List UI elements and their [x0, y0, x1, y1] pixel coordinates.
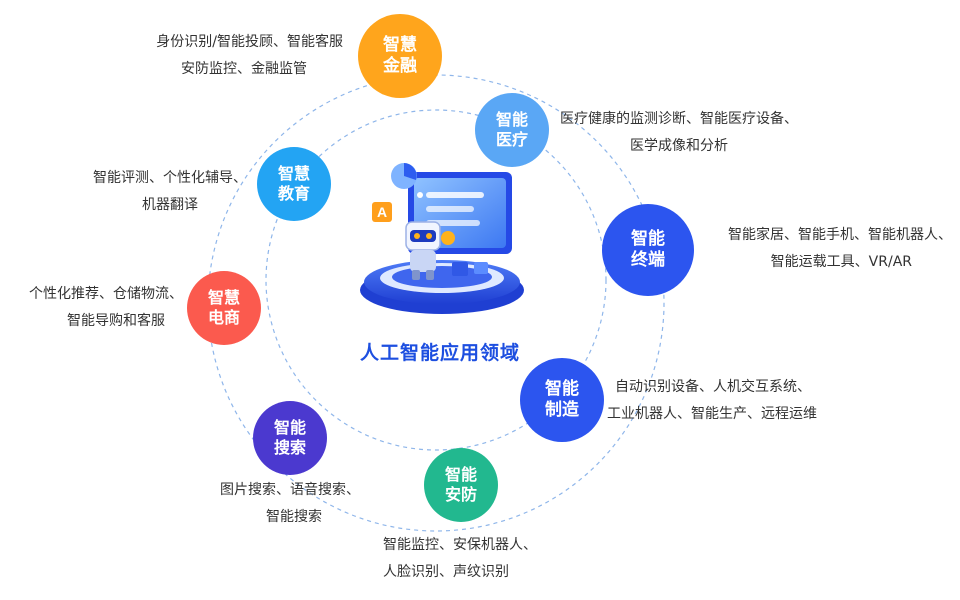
manufacturing-desc-line2: 工业机器人、智能生产、远程运维: [607, 406, 817, 422]
center-title: 人工智能应用领域: [359, 342, 520, 364]
robot-eye-right: [426, 233, 432, 239]
manufacturing-node-line1: 智能: [545, 378, 579, 399]
finance-node: 智慧 金融: [358, 14, 442, 98]
robot-visor: [410, 230, 436, 242]
security-node-line1: 智能: [444, 465, 477, 484]
ecommerce-desc-line1: 个性化推荐、仓储物流、: [29, 286, 183, 302]
robot-leg-left: [412, 270, 420, 280]
security-desc-line1: 智能监控、安保机器人、: [383, 537, 537, 553]
ecommerce-node-line1: 智慧: [207, 288, 240, 307]
security-node: 智能 安防: [424, 448, 498, 522]
pie-slice: [404, 163, 417, 180]
ecommerce-desc-line2: 智能导购和客服: [67, 313, 165, 329]
screen-dot: [417, 192, 423, 198]
healthcare-node-line1: 智能: [495, 110, 528, 129]
terminal-node-line1: 智能: [631, 228, 665, 249]
robot-leg-right: [426, 270, 434, 280]
screen-line-2: [426, 206, 474, 212]
finance-description: 身份识别/智能投顾、智能客服 安防监控、金融监管: [156, 29, 343, 83]
finance-desc-line2: 安防监控、金融监管: [181, 61, 307, 77]
search-description: 图片搜索、语音搜索、 智能搜索: [220, 477, 360, 531]
education-node: 智慧 教育: [257, 147, 331, 221]
search-node-line2: 搜索: [273, 438, 306, 457]
cube-medium: [452, 262, 468, 276]
manufacturing-desc-line1: 自动识别设备、人机交互系统、: [615, 379, 811, 395]
finance-desc-line1: 身份识别/智能投顾、智能客服: [156, 34, 343, 50]
screen-line-1: [426, 192, 484, 198]
inner-ring: [265, 109, 607, 451]
security-desc-line2: 人脸识别、声纹识别: [383, 564, 509, 580]
robot-body: [410, 250, 436, 272]
search-desc-line2: 智能搜索: [266, 509, 322, 525]
ecommerce-description: 个性化推荐、仓储物流、 智能导购和客服: [29, 281, 183, 335]
finance-node-line2: 金融: [383, 56, 417, 76]
security-description: 智能监控、安保机器人、 人脸识别、声纹识别: [383, 532, 537, 586]
healthcare-node: 智能 医疗: [475, 93, 549, 167]
search-node: 智能 搜索: [253, 401, 327, 475]
cube-small: [474, 262, 488, 274]
search-node-line1: 智能: [273, 418, 306, 437]
ecommerce-node-line2: 电商: [207, 308, 240, 327]
ecommerce-node: 智慧 电商: [187, 271, 261, 345]
terminal-desc-line2: 智能运载工具、VR/AR: [770, 254, 912, 270]
ai-robot-illustration: A: [360, 163, 524, 314]
security-node-line2: 安防: [444, 485, 477, 504]
healthcare-desc-line1: 医疗健康的监测诊断、智能医疗设备、: [560, 111, 798, 127]
education-desc-line1: 智能评测、个性化辅导、: [93, 170, 247, 186]
education-desc-line2: 机器翻译: [142, 197, 198, 213]
education-node-line1: 智慧: [277, 164, 310, 183]
search-desc-line1: 图片搜索、语音搜索、: [220, 482, 360, 498]
education-node-line2: 教育: [277, 184, 310, 203]
terminal-desc-line1: 智能家居、智能手机、智能机器人、: [728, 227, 952, 243]
letter-a: A: [377, 204, 387, 220]
healthcare-description: 医疗健康的监测诊断、智能医疗设备、 医学成像和分析: [560, 106, 798, 160]
terminal-node: 智能 终端: [602, 204, 694, 296]
healthcare-desc-line2: 医学成像和分析: [630, 138, 728, 154]
robot-eye-left: [414, 233, 420, 239]
education-description: 智能评测、个性化辅导、 机器翻译: [93, 165, 247, 219]
finance-node-line1: 智慧: [383, 34, 417, 55]
terminal-description: 智能家居、智能手机、智能机器人、 智能运载工具、VR/AR: [704, 222, 952, 276]
robot-arm-joint: [441, 231, 455, 245]
terminal-node-line2: 终端: [631, 250, 665, 270]
manufacturing-description: 自动识别设备、人机交互系统、 工业机器人、智能生产、远程运维: [607, 374, 817, 428]
healthcare-node-line2: 医疗: [495, 130, 528, 149]
manufacturing-node-line2: 制造: [545, 400, 579, 420]
letter-a-block: [372, 202, 392, 222]
manufacturing-node: 智能 制造: [520, 358, 604, 442]
